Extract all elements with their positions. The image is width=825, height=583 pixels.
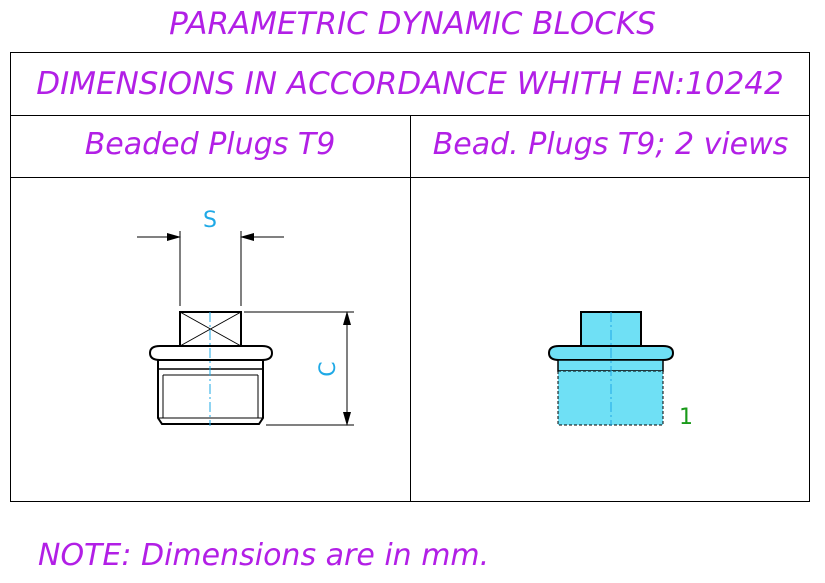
dimension-c: C xyxy=(244,311,354,426)
column-title-right: Bead. Plugs T9; 2 views xyxy=(432,127,789,162)
plug-drawing-left xyxy=(148,311,274,426)
note-text: NOTE: Dimensions are in mm. xyxy=(38,538,490,573)
plug-bead xyxy=(148,345,274,361)
head-cross-line xyxy=(179,311,242,347)
dimension-s-label: S xyxy=(203,208,217,233)
dimension-c-label: C xyxy=(316,361,341,376)
table-header: DIMENSIONS IN ACCORDANCE WHITH EN:10242 xyxy=(36,66,784,102)
plug-drawing-right: 1 xyxy=(547,311,693,430)
page-title: PARAMETRIC DYNAMIC BLOCKS xyxy=(169,6,656,42)
column-divider xyxy=(410,115,411,502)
column-title-left: Beaded Plugs T9 xyxy=(84,127,336,162)
view-marker-label: 1 xyxy=(679,405,693,430)
dimension-s: S xyxy=(137,208,284,306)
